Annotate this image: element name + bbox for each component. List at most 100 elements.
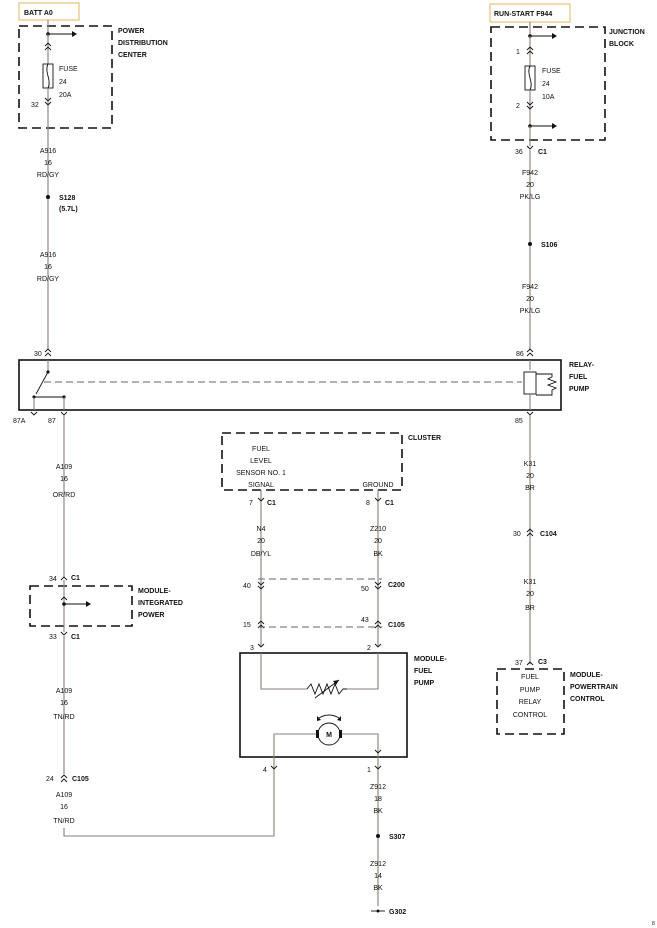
svg-text:GROUND: GROUND (362, 482, 393, 489)
svg-text:OR/RD: OR/RD (53, 492, 76, 499)
a109-lower-circuit: A109 16 TN/RD 24 C105 A109 16 TN/RD (46, 636, 275, 837)
svg-text:POWER: POWER (118, 28, 144, 35)
svg-text:20: 20 (257, 538, 265, 545)
svg-text:TN/RD: TN/RD (53, 714, 74, 721)
svg-text:FUEL: FUEL (521, 674, 539, 681)
svg-text:FUEL: FUEL (569, 374, 588, 381)
svg-text:3: 3 (250, 645, 254, 652)
svg-text:POWER: POWER (138, 612, 164, 619)
svg-text:N4: N4 (257, 526, 266, 533)
svg-text:FUSE: FUSE (542, 68, 561, 75)
ground-g302-icon (371, 909, 385, 913)
svg-text:PK/LG: PK/LG (520, 194, 541, 201)
s128-splice (46, 195, 50, 199)
svg-text:MODULE-: MODULE- (414, 656, 447, 663)
svg-text:34: 34 (49, 576, 57, 583)
svg-text:85: 85 (515, 418, 523, 425)
svg-text:BK: BK (373, 551, 383, 558)
svg-text:20: 20 (526, 591, 534, 598)
svg-text:BK: BK (373, 885, 383, 892)
z912-circuit: 1 Z912 18 BK S307 Z912 14 BK G302 (367, 757, 406, 916)
svg-text:2: 2 (516, 103, 520, 110)
module-fuel-pump: MODULE- FUEL PUMP M (239, 652, 447, 758)
fuel-pump-relay: RELAY- FUEL PUMP 87A 87 85 (13, 359, 595, 425)
svg-text:10A: 10A (542, 94, 555, 101)
svg-text:CONTROL: CONTROL (570, 696, 605, 703)
svg-text:K31: K31 (524, 461, 537, 468)
svg-text:14: 14 (374, 873, 382, 880)
svg-text:SIGNAL: SIGNAL (248, 482, 274, 489)
svg-text:C3: C3 (538, 659, 547, 666)
svg-text:RELAY: RELAY (519, 699, 542, 706)
fuel-level-sender-icon (306, 682, 347, 696)
svg-text:30: 30 (34, 351, 42, 358)
svg-text:FUEL: FUEL (252, 446, 270, 453)
svg-text:24: 24 (46, 776, 54, 783)
a916-circuit: A916 16 RD/GY S128 (5.7L) A916 16 RD/GY … (34, 120, 78, 358)
svg-text:30: 30 (513, 531, 521, 538)
svg-text:24: 24 (542, 81, 550, 88)
svg-text:BR: BR (525, 605, 535, 612)
svg-text:C105: C105 (388, 622, 405, 629)
svg-text:33: 33 (49, 634, 57, 641)
f942-circuit: 36 C1 F942 20 PK/LG S106 F942 20 PK/LG 8… (515, 145, 557, 358)
svg-text:50: 50 (361, 586, 369, 593)
n4-circuit: 7 C1 N4 20 DB/YL 40 15 3 (243, 490, 276, 652)
k31-circuit: K31 20 BR 30 C104 K31 20 BR 37 C3 (513, 415, 557, 667)
svg-text:PUMP: PUMP (520, 687, 541, 694)
page-code: 8 (652, 921, 655, 927)
svg-text:FUSE: FUSE (59, 66, 78, 73)
svg-text:C1: C1 (71, 634, 80, 641)
svg-text:A916: A916 (40, 252, 56, 259)
svg-text:M: M (326, 732, 332, 739)
pump-motor-feed: 4 (263, 757, 278, 776)
svg-text:PUMP: PUMP (569, 386, 590, 393)
svg-text:C105: C105 (72, 776, 89, 783)
svg-text:RD/GY: RD/GY (37, 276, 60, 283)
svg-text:16: 16 (60, 700, 68, 707)
svg-text:36: 36 (515, 149, 523, 156)
svg-text:DB/YL: DB/YL (251, 551, 271, 558)
fuel-pump-motor-icon: M (273, 714, 379, 757)
svg-text:87: 87 (48, 418, 56, 425)
svg-text:(5.7L): (5.7L) (59, 206, 78, 213)
svg-text:SENSOR NO. 1: SENSOR NO. 1 (236, 470, 286, 477)
svg-text:G302: G302 (389, 909, 406, 916)
svg-text:20: 20 (526, 296, 534, 303)
svg-text:20: 20 (526, 473, 534, 480)
svg-text:24: 24 (59, 79, 67, 86)
svg-text:DISTRIBUTION: DISTRIBUTION (118, 40, 168, 47)
svg-text:BLOCK: BLOCK (609, 41, 634, 48)
svg-text:F942: F942 (522, 284, 538, 291)
svg-text:FUEL: FUEL (414, 668, 433, 675)
run-start-f944-tag: RUN-START F944 (489, 3, 571, 23)
svg-text:15: 15 (243, 622, 251, 629)
svg-text:CLUSTER: CLUSTER (408, 435, 441, 442)
module-powertrain-control: MODULE- POWERTRAIN CONTROL FUEL PUMP REL… (496, 668, 618, 735)
svg-text:RELAY-: RELAY- (569, 362, 595, 369)
batt-a0-tag: BATT A0 (18, 2, 80, 21)
svg-text:POWERTRAIN: POWERTRAIN (570, 684, 618, 691)
svg-text:RD/GY: RD/GY (37, 172, 60, 179)
svg-text:4: 4 (263, 767, 267, 774)
svg-text:C1: C1 (385, 500, 394, 507)
svg-text:A109: A109 (56, 688, 72, 695)
svg-text:RUN-START F944: RUN-START F944 (494, 11, 552, 18)
svg-text:K31: K31 (524, 579, 537, 586)
svg-text:A109: A109 (56, 464, 72, 471)
svg-text:C104: C104 (540, 531, 557, 538)
svg-text:16: 16 (44, 160, 52, 167)
module-integrated-power: MODULE- INTEGRATED POWER 33 C1 (29, 580, 183, 641)
svg-text:MODULE-: MODULE- (138, 588, 171, 595)
svg-text:1: 1 (516, 49, 520, 56)
svg-text:S128: S128 (59, 195, 75, 202)
svg-text:CENTER: CENTER (118, 52, 147, 59)
fuse-24-20a (42, 63, 54, 89)
svg-text:7: 7 (249, 500, 253, 507)
svg-text:20: 20 (526, 182, 534, 189)
svg-text:S106: S106 (541, 242, 557, 249)
svg-text:18: 18 (374, 796, 382, 803)
svg-text:20: 20 (374, 538, 382, 545)
svg-text:87A: 87A (13, 418, 26, 425)
